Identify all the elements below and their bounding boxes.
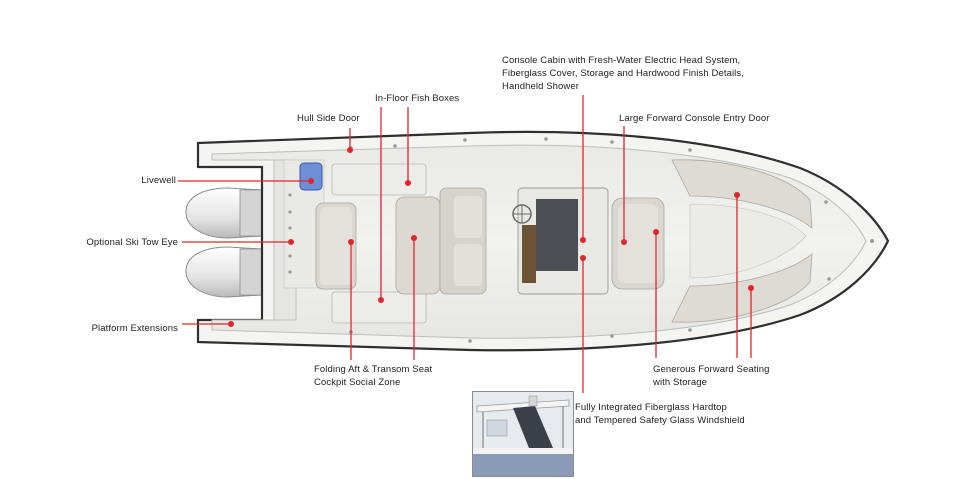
bow-seating [671, 159, 813, 323]
outboard-motor-bottom [185, 246, 265, 298]
label-hardtop-line-1: Fully Integrated Fiberglass Hardtop [575, 402, 727, 413]
callout-lines [178, 95, 752, 393]
label-platform-extensions: Platform Extensions [91, 323, 178, 334]
outboard-motor-top [185, 187, 265, 239]
label-forward-seating-line-2: with Storage [653, 377, 708, 388]
label-folding-seat: Folding Aft & Transom Seat Cockpit Socia… [314, 363, 432, 389]
label-folding-seat-line-2: Cockpit Social Zone [314, 377, 401, 388]
label-console-cabin-line-2: Fiberglass Cover, Storage and Hardwood F… [502, 68, 744, 79]
label-console-cabin-line-3: Handheld Shower [502, 81, 580, 92]
label-hardtop: Fully Integrated Fiberglass Hardtop and … [575, 401, 745, 427]
center-console [512, 187, 609, 295]
label-console-cabin: Console Cabin with Fresh-Water Electric … [502, 54, 744, 93]
label-in-floor-fish-boxes: In-Floor Fish Boxes [375, 93, 460, 104]
fish-box-bottom [331, 291, 427, 324]
leaning-post-seating [395, 187, 487, 295]
label-hull-side-door: Hull Side Door [297, 113, 360, 124]
label-hardtop-line-2: and Tempered Safety Glass Windshield [575, 415, 745, 426]
label-ski-tow-eye: Optional Ski Tow Eye [86, 237, 178, 248]
folding-aft-seat [315, 202, 357, 290]
label-console-cabin-line-1: Console Cabin with Fresh-Water Electric … [502, 55, 741, 66]
hardtop-photo-inset [472, 391, 574, 477]
label-livewell: Livewell [141, 175, 176, 186]
livewell-hatch [299, 162, 323, 191]
label-forward-console-door: Large Forward Console Entry Door [619, 113, 770, 124]
label-forward-seating-line-1: Generous Forward Seating [653, 364, 770, 375]
label-forward-seating: Generous Forward Seating with Storage [653, 363, 769, 389]
callout-dots [228, 147, 754, 327]
label-folding-seat-line-1: Folding Aft & Transom Seat [314, 364, 433, 375]
hardtop-illustration [473, 392, 573, 476]
forward-console-seat [611, 197, 665, 290]
fish-box-top [331, 163, 427, 196]
